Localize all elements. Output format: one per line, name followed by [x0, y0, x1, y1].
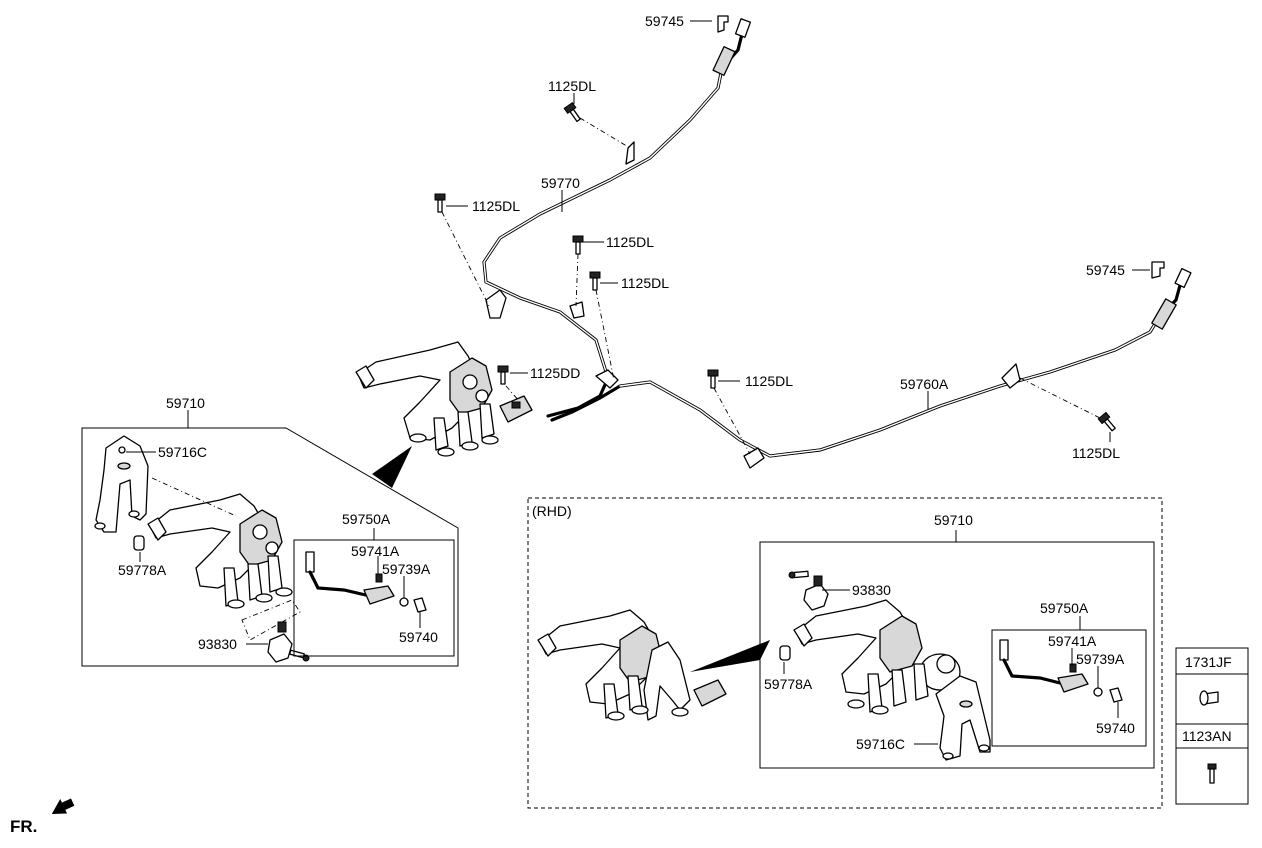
cable-clip-6: [1001, 363, 1021, 389]
front-direction-arrow-icon: [51, 798, 75, 815]
label-bolt-a: 1125DL: [548, 78, 596, 94]
label-bolt-f: 1125DL: [1072, 445, 1120, 461]
label-lhd-switch-assy: 59750A: [342, 511, 391, 527]
front-cable-59770: [482, 18, 752, 418]
assembly-lines: [441, 117, 1101, 455]
cable-clip-5: [743, 447, 765, 469]
label-rhd-switch: 59741A: [1048, 633, 1097, 649]
lhd-line-1: [151, 477, 237, 517]
label-lhd-bracket: 59716C: [158, 444, 207, 460]
label-bolt-b: 1125DL: [472, 198, 520, 214]
screw-icon: [1207, 763, 1217, 784]
label-rhd-bracket: 59716C: [856, 736, 905, 752]
label-rhd-grommet: 59740: [1096, 720, 1135, 736]
lhd-lever-59710: [147, 493, 293, 609]
rhd-switch-59741A: [999, 639, 1123, 703]
main-lever-assembly: [355, 341, 533, 457]
label-lhd-nut: 59739A: [382, 561, 431, 577]
cable-clip-3: [569, 301, 585, 319]
rivet-icon: [1199, 690, 1219, 706]
rear-cable-59760A: [550, 267, 1192, 458]
label-bolt-dd: 1125DD: [530, 365, 580, 381]
cable-clip-4: [595, 369, 619, 389]
clip-59745-right: [1151, 261, 1165, 279]
rhd-lever-assembly-small: [537, 609, 727, 721]
label-lhd-bolt: 93830: [198, 636, 237, 652]
fastener-table: [1175, 647, 1249, 805]
rhd-dashed-frame: [527, 497, 1163, 809]
lhd-bracket-59716C: [94, 435, 149, 533]
cable-clip-2: [485, 289, 507, 319]
cable-clip-1: [625, 141, 635, 165]
label-bolt-e: 1125DL: [745, 373, 793, 389]
leader-lines: [126, 20, 1150, 745]
rhd-lever-59710: [793, 599, 961, 715]
label-lhd-switch: 59741A: [351, 543, 400, 559]
rhd-pointer-arrow: [690, 640, 770, 672]
label-clip-right: 59745: [1086, 262, 1125, 278]
label-fastener-1: 1731JF: [1185, 654, 1232, 670]
label-lhd-assembly: 59710: [166, 395, 205, 411]
lhd-pad-59778A: [133, 535, 145, 551]
label-lhd-pad: 59778A: [118, 562, 167, 578]
lhd-switch-59741A: [305, 551, 427, 613]
rhd-bracket-59716C: [935, 675, 991, 761]
label-rhd-title: (RHD): [532, 503, 572, 519]
label-rhd-switch-assy: 59750A: [1040, 600, 1089, 616]
label-lhd-grommet: 59740: [399, 629, 438, 645]
label-bolt-d: 1125DL: [621, 275, 669, 291]
label-cable-rear: 59760A: [900, 376, 949, 392]
label-front: FR.: [10, 817, 37, 836]
rhd-bolt-93830: [788, 570, 829, 611]
clip-59745-top: [717, 15, 729, 33]
label-bolt-c: 1125DL: [606, 234, 654, 250]
label-rhd-pad: 59778A: [764, 676, 813, 692]
bolt-icons: [434, 101, 1116, 432]
label-cable-front: 59770: [541, 175, 580, 191]
callout-labels: 59745 1125DL 59770 1125DL 1125DL 1125DL …: [10, 13, 1232, 836]
label-fastener-2: 1123AN: [1182, 728, 1232, 744]
label-rhd-bolt: 93830: [852, 582, 891, 598]
lhd-detail-box: [81, 427, 459, 667]
label-rhd-assembly: 59710: [934, 512, 973, 528]
label-rhd-nut: 59739A: [1076, 651, 1125, 667]
rhd-switch-box: [991, 629, 1147, 747]
lhd-line-2: [241, 599, 301, 641]
rhd-pad-59778A: [779, 645, 791, 661]
label-clip-top: 59745: [645, 13, 684, 29]
lhd-pointer-arrow: [372, 446, 412, 488]
